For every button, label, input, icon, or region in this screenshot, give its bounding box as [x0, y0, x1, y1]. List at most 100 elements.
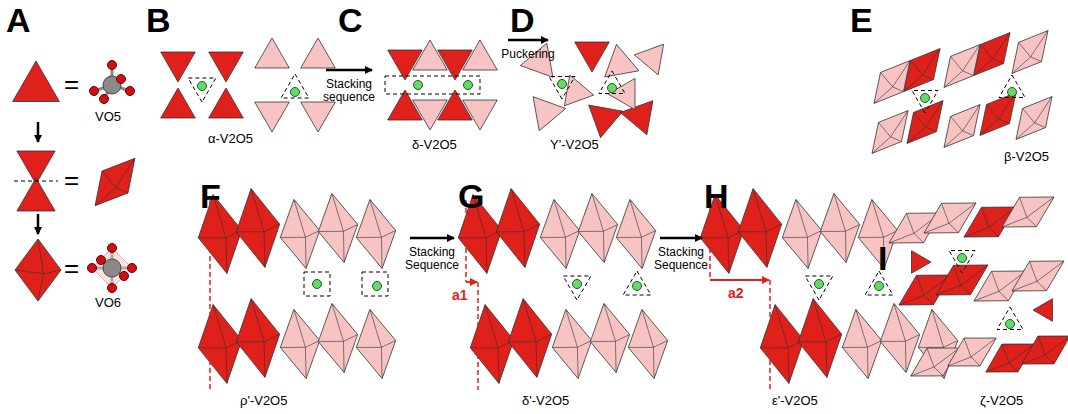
phase-label: ζ-V2O5 — [980, 394, 1023, 408]
vo5-polyhedron — [463, 100, 498, 130]
octahedron-edge — [923, 75, 934, 80]
octahedron-edge — [992, 271, 999, 291]
octahedron-edge — [356, 347, 381, 348]
octahedron-edge — [845, 231, 847, 262]
octahedron-edge — [980, 119, 999, 136]
site-outline — [549, 77, 575, 100]
octahedron-edge — [942, 203, 949, 223]
octahedron-edge — [653, 341, 667, 348]
vo6-octahedron — [948, 338, 996, 366]
octahedron-edge — [766, 224, 782, 232]
ion-site — [573, 280, 582, 289]
vo5-polyhedron — [575, 42, 610, 72]
process-label: Stacking sequence — [318, 78, 380, 104]
octahedron-edge — [524, 224, 540, 232]
octahedron-edge — [1022, 355, 1045, 364]
octahedron-edge — [15, 270, 44, 274]
octahedron-edge — [1027, 197, 1054, 217]
ion-site — [558, 80, 567, 89]
panel-letter: D — [510, 2, 535, 39]
panel-letter: B — [146, 2, 171, 39]
octahedron-edge — [826, 334, 842, 342]
phase-label: β-V2O5 — [1004, 150, 1049, 164]
vo6-octahedron — [907, 101, 943, 144]
phase-label: δ-V2O5 — [412, 138, 457, 152]
vo6-octahedron — [590, 304, 629, 373]
vo5-polyhedron — [564, 75, 593, 106]
octahedron-edge — [370, 200, 382, 238]
vo6-octahedron — [820, 194, 859, 263]
octahedron-edge — [264, 224, 280, 232]
vo6-octahedron — [508, 299, 551, 378]
octahedron-edge — [486, 238, 488, 274]
vo5-polyhedron — [589, 105, 623, 138]
octahedron-edge — [954, 265, 961, 285]
octahedron-edge — [536, 334, 552, 342]
octahedron-edge — [858, 237, 883, 238]
site-outline — [805, 276, 833, 300]
octahedron-edge — [907, 213, 914, 233]
octahedron-edge — [914, 112, 926, 127]
octahedron-edge — [280, 347, 305, 348]
octahedron-edge — [894, 304, 906, 342]
panel-letter: H — [704, 178, 729, 215]
process-label: Stacking Sequence — [401, 246, 463, 272]
octahedron-edge — [932, 310, 944, 348]
vo6-octahedron — [318, 304, 357, 373]
octahedron-edge — [590, 341, 615, 342]
vo6-octahedron — [578, 194, 617, 263]
vo6-octahedron — [842, 310, 881, 379]
equals-sign: = — [64, 166, 79, 195]
vo6-octahedron — [872, 111, 908, 154]
site-outline — [304, 272, 330, 296]
octahedron-edge — [986, 363, 1009, 372]
site-outline — [188, 78, 216, 102]
vo5-polyhedron — [413, 40, 448, 70]
octahedron-edge — [964, 227, 989, 237]
octahedron-edge — [907, 127, 926, 144]
vo5-polyhedron — [912, 251, 932, 274]
octahedron-edge — [738, 231, 766, 232]
oxygen-atom — [97, 256, 106, 265]
ion-site — [875, 282, 884, 291]
octahedron-edge — [949, 223, 959, 232]
vo6-octahedron — [904, 49, 940, 92]
phase-label: ρ'-V2O5 — [240, 394, 287, 408]
octahedron-edge — [615, 335, 629, 342]
vo6-octahedron — [738, 189, 781, 268]
octahedron-edge — [889, 233, 914, 243]
octahedron-edge — [944, 71, 963, 88]
ion-site — [291, 88, 300, 97]
octahedron-edge — [38, 239, 44, 274]
octahedron-edge — [813, 299, 826, 342]
octahedron-edge — [893, 87, 904, 92]
octahedron-edge — [565, 231, 579, 238]
octahedron-edge — [294, 200, 306, 238]
vo6-octahedron — [1012, 31, 1048, 74]
octahedron-edge — [974, 59, 993, 76]
octahedron-edge — [963, 131, 974, 136]
octahedron-edge — [381, 341, 395, 348]
octahedron-edge — [1031, 31, 1048, 57]
octahedron-edge — [867, 347, 869, 378]
octahedron-edge — [842, 347, 867, 348]
vo6-octahedron — [198, 305, 241, 384]
vo6-octahedron — [280, 200, 319, 269]
ion-site — [608, 84, 617, 93]
octahedron-edge — [470, 347, 498, 348]
vo5-polyhedron — [209, 88, 244, 118]
octahedron-edge — [807, 231, 821, 238]
vo6-octahedron — [1016, 97, 1052, 140]
octahedron-edge — [603, 225, 617, 232]
octahedron-edge — [616, 237, 641, 238]
octahedron-edge — [630, 200, 642, 238]
oxygen-atom — [126, 87, 135, 96]
oxygen-atom — [120, 272, 129, 281]
octahedron-edge — [511, 189, 524, 232]
site-outline — [599, 71, 625, 94]
vo5-polyhedron — [533, 97, 566, 131]
octahedron-edge — [1045, 336, 1068, 355]
octahedron-edge — [881, 72, 893, 87]
octahedron-edge — [566, 310, 578, 348]
